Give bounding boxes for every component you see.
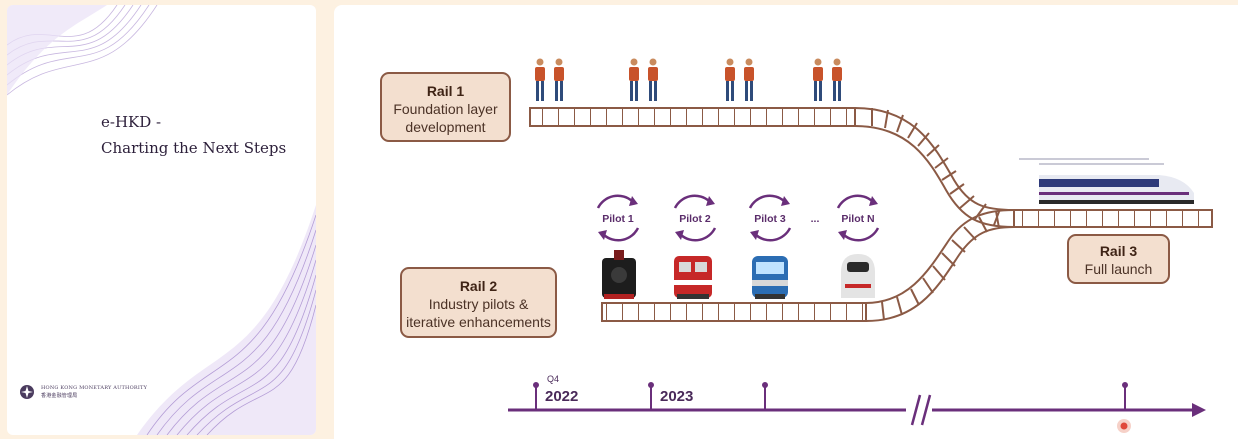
timeline [508,382,1206,433]
pilot-label: Pilot 3 [754,213,786,225]
steam-train-icon [602,250,636,299]
pilot-ellipsis: ... [811,213,820,225]
workers-group [535,58,842,101]
rail2-track [601,209,1015,322]
hkma-emblem-icon [20,385,34,399]
diesel-train-icon [674,256,712,299]
pilot-label: Pilot 2 [679,213,711,225]
hkma-logo: HONG KONG MONETARY AUTHORITY 香港金融管理局 [19,384,147,400]
rail1-title: Rail 1 [426,83,465,99]
rail3-title: Rail 3 [1099,243,1138,259]
rail2-line1: Industry pilots & [428,296,529,312]
rail1-box: Rail 1 Foundation layer development [380,72,511,142]
rail-diagram-graphics: Pilot 1 Pilot 2 Pilot 3 ... Pilot N Q4 2… [508,58,1213,433]
timeline-q4-label: Q4 [547,374,559,384]
roadmap-diagram: Pilot 1 Pilot 2 Pilot 3 ... Pilot N Q4 2… [334,5,1238,439]
report-cover: e-HKD - Charting the Next Steps HONG KON… [7,5,316,435]
rail3-box: Rail 3 Full launch [1067,234,1170,284]
rail1-track [529,107,1015,228]
hkma-logo-text: HONG KONG MONETARY AUTHORITY 香港金融管理局 [41,384,147,400]
rail3-line1: Full launch [1084,261,1153,277]
rail2-box: Rail 2 Industry pilots & iterative enhan… [400,267,557,338]
hkma-name-zh: 香港金融管理局 [41,393,78,399]
rail1-line2: development [405,119,486,135]
modern-train-icon [752,256,788,299]
hkma-name-en: HONG KONG MONETARY AUTHORITY [41,385,148,391]
pilot-label: Pilot N [841,213,874,225]
pilot-label: Pilot 1 [602,213,634,225]
rail1-line1: Foundation layer [393,101,498,117]
bullet-train-icon [1019,158,1194,204]
cover-title-line1: e-HKD - [101,113,162,131]
timeline-year-2023: 2023 [660,388,693,405]
cover-wave-decoration [7,5,316,435]
pilot-cycle-icons [596,194,880,242]
rail2-title: Rail 2 [459,278,498,294]
timeline-year-2022: 2022 [545,388,578,405]
cover-title-line2: Charting the Next Steps [101,139,287,157]
rail3-track [1013,209,1213,228]
rail2-line2: iterative enhancements [406,314,551,330]
cover-title: e-HKD - Charting the Next Steps [101,109,286,161]
highspeed-train-icon [841,254,875,298]
